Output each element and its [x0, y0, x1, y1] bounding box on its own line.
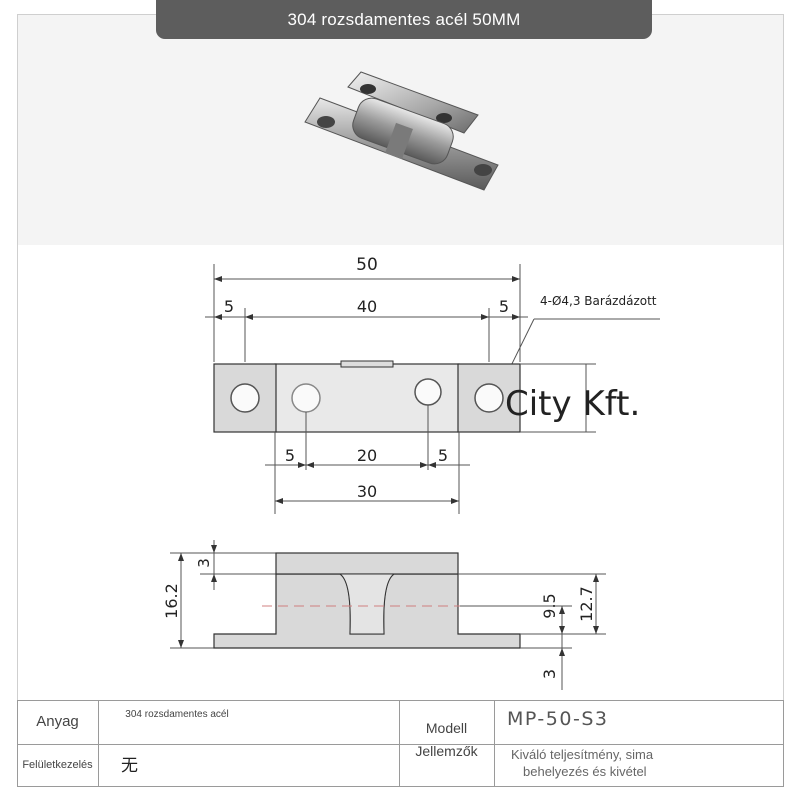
title-banner: 304 rozsdamentes acél 50MM: [156, 0, 652, 39]
surface-value: 无: [121, 756, 138, 775]
technical-drawing: 50 5 40 5 4-Ø4,3 Barázdázott: [162, 255, 660, 690]
dim-overall-label: 50: [356, 255, 378, 275]
product-photo: [304, 71, 499, 191]
dim-lower-middle-label: 20: [357, 446, 377, 465]
model-label: Modell: [425, 720, 468, 736]
model-value: MP-50-S3: [507, 708, 609, 730]
dim-inner-height-label: 9.5: [540, 593, 559, 618]
dim-left-margin-label: 5: [224, 297, 234, 316]
dim-right-margin-label: 5: [499, 297, 509, 316]
surface-label: Felületkezelés: [22, 759, 93, 771]
dim-upper-height-label: 12.7: [577, 586, 596, 622]
dim-top-thickness-label: 3: [195, 558, 213, 568]
dim-middle-label: 40: [357, 297, 377, 316]
features-value-line2: behelyezés és kivétel: [523, 764, 647, 779]
features-label: Jellemzők: [415, 743, 478, 759]
features-value-line1: Kiváló teljesítmény, sima: [511, 747, 654, 762]
dim-bottom-thickness-label: 3: [540, 669, 559, 679]
watermark-text: City Kft.: [505, 384, 640, 424]
dim-lower-right-label: 5: [438, 446, 448, 465]
top-view: 50 5 40 5 4-Ø4,3 Barázdázott: [205, 255, 660, 514]
side-view-top-plate: [275, 552, 459, 575]
spec-table: Anyag 304 rozsdamentes acél Felületkezel…: [17, 700, 784, 787]
side-view: 16.2 3 9.5 12.7 3: [162, 540, 606, 690]
dim-base-width-label: 30: [357, 482, 377, 501]
dim-total-height-label: 16.2: [162, 583, 181, 619]
dim-lower-left-label: 5: [285, 446, 295, 465]
material-label: Anyag: [36, 713, 79, 730]
hole-note: 4-Ø4,3 Barázdázott: [540, 294, 657, 308]
product-photo-panel: [18, 15, 783, 245]
catch-photo-illustration: [304, 71, 499, 191]
material-value: 304 rozsdamentes acél: [125, 709, 229, 720]
